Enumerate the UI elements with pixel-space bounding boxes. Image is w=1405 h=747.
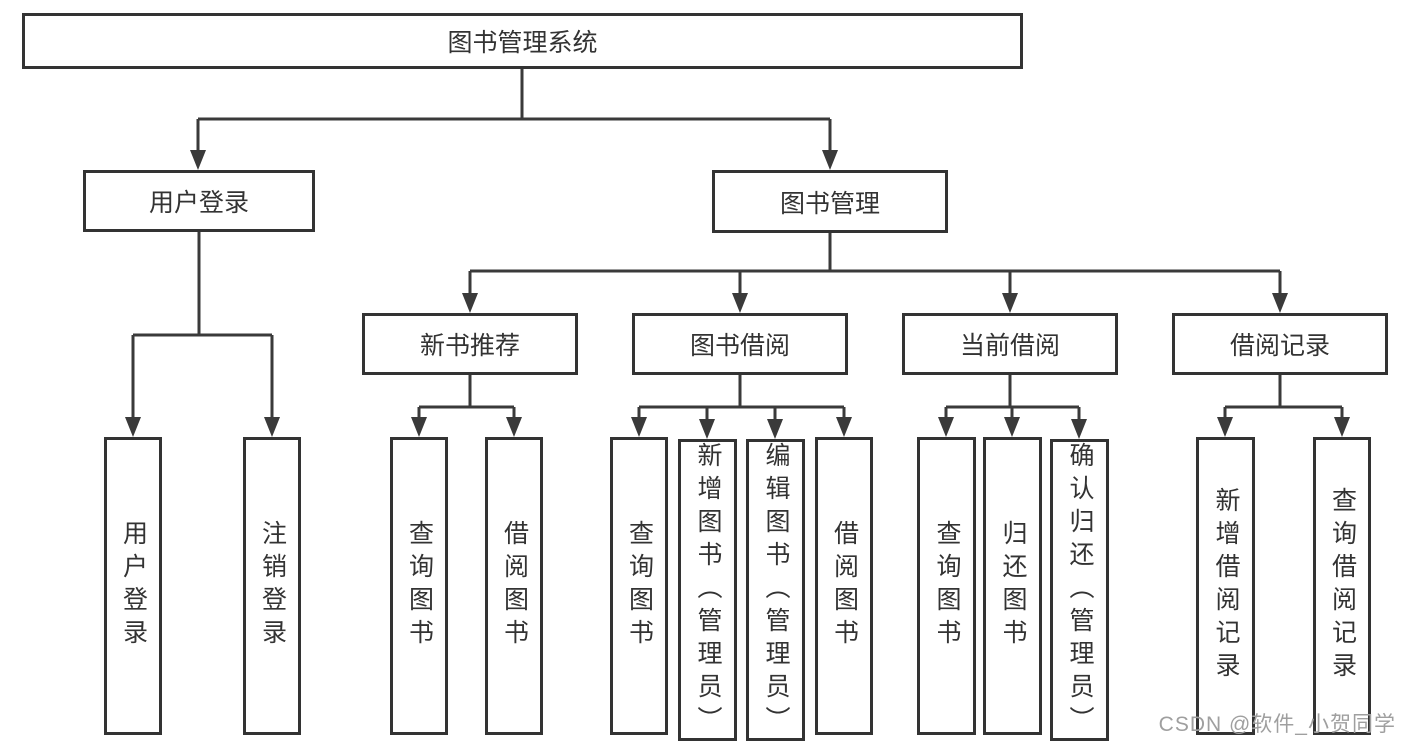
leaf-borrowing-query-books-label: 查询图书 (625, 520, 654, 652)
leaf-query-borrow-record-label: 查询借阅记录 (1328, 487, 1357, 685)
leaf-add-books-admin-label: 新增图书（管理员） (694, 441, 722, 739)
node-new-book-recommendation-label: 新书推荐 (419, 332, 520, 360)
node-book-management-label: 图书管理 (779, 189, 880, 218)
node-user-login: 用户登录 (83, 170, 315, 232)
leaf-add-books-admin: 新增图书（管理员） (678, 439, 737, 741)
watermark: CSDN @软件_小贺同学 (1158, 713, 1396, 736)
node-library-system-label: 图书管理系统 (447, 29, 598, 57)
leaf-add-borrow-record-label: 新增借阅记录 (1212, 487, 1240, 685)
leaf-borrowing-borrow-books-label: 借阅图书 (830, 520, 859, 652)
leaf-borrowing-query-books: 查询图书 (610, 437, 668, 735)
node-current-borrowing: 当前借阅 (902, 313, 1118, 375)
node-borrowing-records-label: 借阅记录 (1229, 332, 1330, 360)
leaf-logout-login-label: 注销登录 (258, 520, 287, 652)
connector-stems (131, 69, 1344, 421)
leaf-confirm-return-admin: 确认归还（管理员） (1050, 439, 1109, 741)
leaf-user-login-label: 用户登录 (119, 520, 148, 652)
leaf-current-query-books: 查询图书 (917, 437, 976, 735)
leaf-query-borrow-record: 查询借阅记录 (1313, 437, 1371, 735)
leaf-user-login: 用户登录 (104, 437, 162, 735)
node-library-system: 图书管理系统 (22, 13, 1023, 69)
node-new-book-recommendation: 新书推荐 (362, 313, 578, 375)
node-book-borrowing-label: 图书借阅 (689, 332, 790, 360)
leaf-newrec-borrow-books: 借阅图书 (485, 437, 543, 735)
leaf-newrec-borrow-books-label: 借阅图书 (500, 520, 529, 652)
node-user-login-label: 用户登录 (148, 189, 249, 217)
leaf-return-books: 归还图书 (983, 437, 1042, 735)
leaf-borrowing-borrow-books: 借阅图书 (815, 437, 873, 735)
node-current-borrowing-label: 当前借阅 (959, 332, 1060, 360)
leaf-newrec-query-books: 查询图书 (390, 437, 448, 735)
node-book-borrowing: 图书借阅 (632, 313, 848, 375)
leaf-edit-books-admin-label: 编辑图书（管理员） (762, 441, 790, 739)
leaf-confirm-return-admin-label: 确认归还（管理员） (1066, 441, 1094, 739)
leaf-current-query-books-label: 查询图书 (933, 520, 961, 652)
leaf-newrec-query-books-label: 查询图书 (405, 520, 434, 652)
connector-arrowheads (125, 150, 1350, 439)
node-book-management: 图书管理 (712, 170, 948, 233)
leaf-logout-login: 注销登录 (243, 437, 301, 735)
leaf-add-borrow-record: 新增借阅记录 (1196, 437, 1255, 735)
node-borrowing-records: 借阅记录 (1172, 313, 1388, 375)
leaf-return-books-label: 归还图书 (999, 520, 1027, 652)
leaf-edit-books-admin: 编辑图书（管理员） (746, 439, 805, 741)
